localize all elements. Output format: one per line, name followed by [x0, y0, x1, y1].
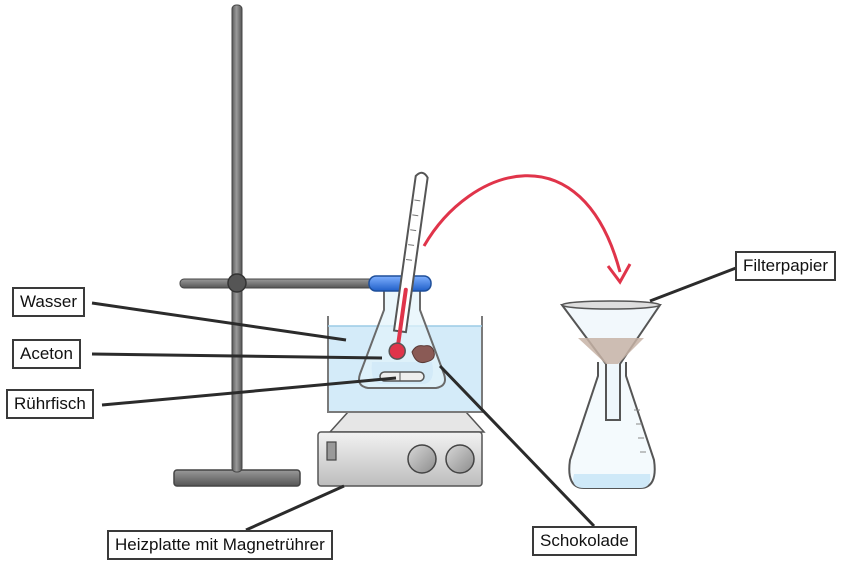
label-schokolade: Schokolade [532, 526, 637, 556]
hot-plate [317, 411, 486, 487]
label-ruehrfisch: Rührfisch [6, 389, 94, 419]
leader-line-heizplatte [245, 484, 345, 532]
clamp-knob-icon [227, 273, 247, 293]
leader-line-schokolade [438, 364, 596, 528]
knob-icon [407, 444, 437, 474]
power-switch-icon [326, 441, 337, 461]
leader-line-aceton [91, 352, 383, 360]
leader-line-filterpapier [649, 266, 737, 303]
leader-lines [91, 266, 737, 532]
label-wasser: Wasser [12, 287, 85, 317]
leader-line-ruehrfisch [101, 376, 397, 407]
label-filterpapier: Filterpapier [735, 251, 837, 281]
label-aceton: Aceton [12, 339, 81, 369]
filter-paper-icon [561, 300, 661, 310]
chocolate-icon [411, 345, 435, 363]
transfer-arrow-icon [422, 174, 632, 285]
retort-stand [173, 4, 376, 487]
leader-line-wasser [91, 301, 347, 342]
knob-icon [445, 444, 475, 474]
thermometer [388, 171, 429, 360]
filtration-setup [560, 300, 662, 489]
label-heizplatte: Heizplatte mit Magnetrührer [107, 530, 333, 560]
